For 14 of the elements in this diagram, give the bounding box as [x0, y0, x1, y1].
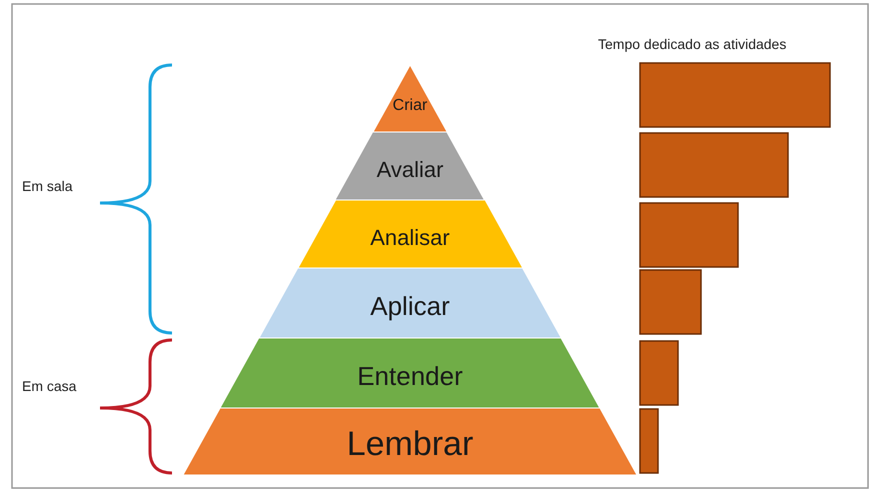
brace-label: Em sala: [22, 178, 73, 194]
level-label: Criar: [392, 96, 428, 115]
pyramid-level: [220, 338, 600, 408]
level-label: Analisar: [369, 224, 451, 251]
chart-title: Tempo dedicado as atividades: [598, 36, 786, 52]
pyramid-level: [258, 268, 562, 338]
level-label: Avaliar: [376, 156, 444, 183]
level-label: Aplicar: [369, 291, 451, 322]
pyramid-level: [183, 408, 637, 475]
pyramid-level: [298, 200, 522, 268]
brace-label: Em casa: [22, 378, 76, 394]
pyramid-level: [335, 132, 485, 200]
level-label: Lembrar: [346, 425, 474, 464]
level-label: Entender: [356, 361, 464, 392]
